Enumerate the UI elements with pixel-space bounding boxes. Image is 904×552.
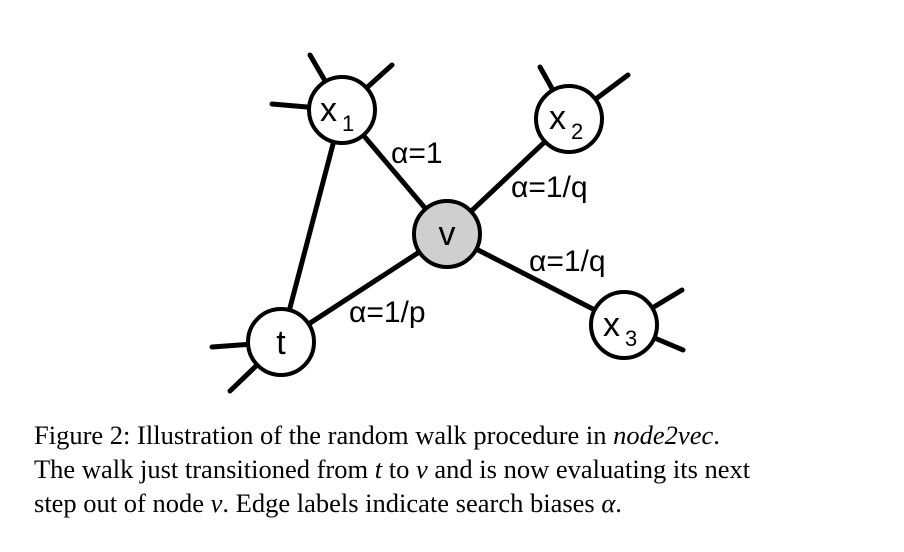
node-x2 [534, 84, 604, 154]
edge-label-v-x1: α=1 [391, 137, 443, 170]
node-x2-subscript: 2 [571, 119, 583, 144]
caption-line-2: The walk just transitioned from t to v a… [34, 454, 751, 484]
edge-t-x1 [278, 107, 345, 345]
caption-line-3: step out of node v. Edge labels indicate… [34, 488, 622, 518]
node-x1-label: x [320, 91, 337, 129]
node-v [412, 199, 482, 269]
figure-caption: Figure 2: Illustration of the random wal… [34, 418, 884, 520]
node-x3-subscript: 3 [625, 326, 637, 351]
random-walk-diagram: x 1 x 2 x 3 v t α=1 α=1/q α=1/q α=1/p [209, 52, 686, 394]
node-x2-label: x [549, 99, 566, 137]
node-x3-label: x [603, 306, 620, 344]
edge-label-v-x3: α=1/q [529, 245, 606, 278]
caption-line-1: Figure 2: Illustration of the random wal… [34, 420, 720, 450]
edge-label-v-t: α=1/p [349, 296, 426, 329]
caption-method-name: node2vec [613, 420, 714, 450]
node-t-label: t [276, 324, 286, 362]
edge-label-v-x2: α=1/q [511, 171, 588, 204]
node-x3 [589, 290, 659, 360]
node-t [246, 307, 316, 377]
node-v-label: v [439, 215, 456, 253]
node-x1-subscript: 1 [342, 111, 354, 136]
node-x1 [307, 75, 377, 145]
